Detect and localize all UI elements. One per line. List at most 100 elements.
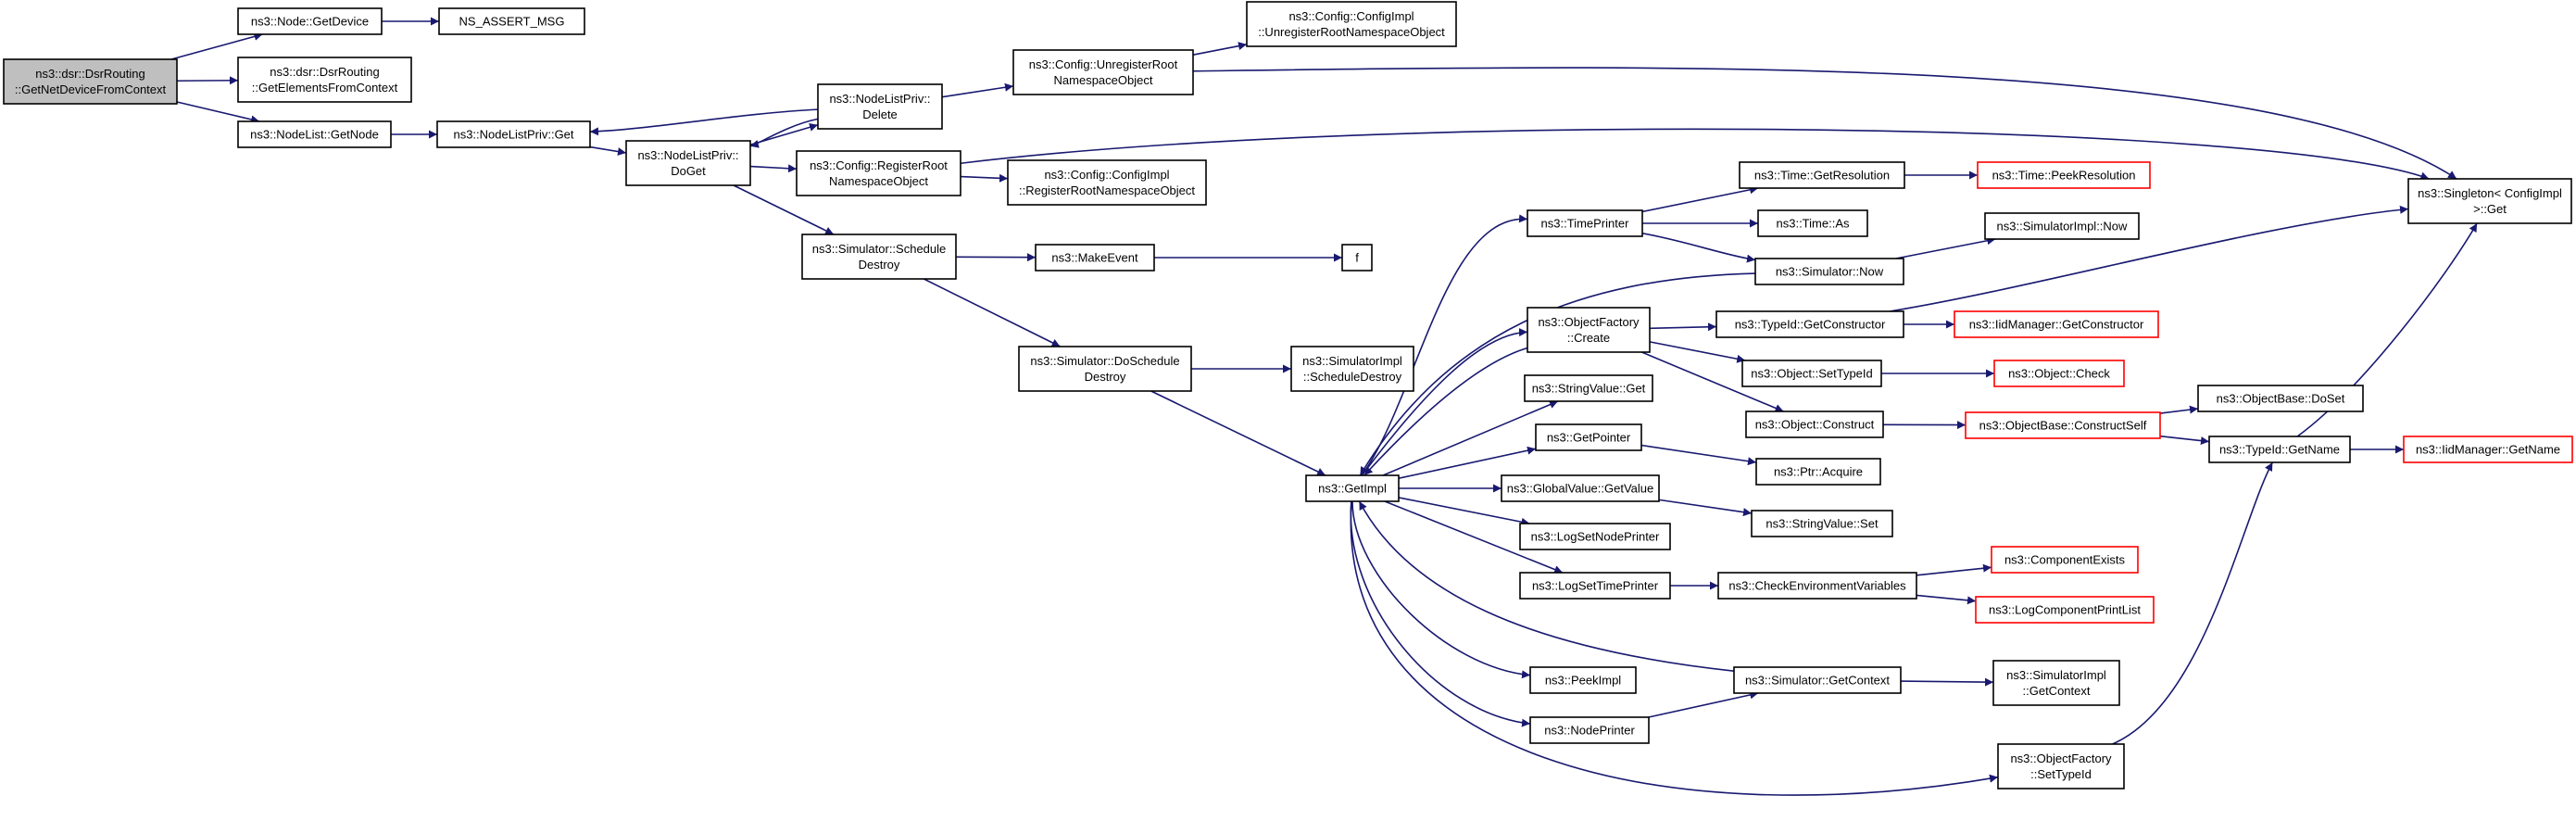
node-label: ns3::Object::Construct	[1755, 418, 1875, 432]
node-label: ns3::LogSetTimePrinter	[1532, 579, 1659, 593]
node-box	[1305, 474, 1400, 502]
node-objectbase_constructself[interactable]: ns3::ObjectBase::ConstructSelf	[1965, 411, 2161, 439]
node-ns_assert_msg[interactable]: NS_ASSERT_MSG	[438, 7, 585, 35]
node-label: ns3::IidManager::GetConstructor	[1969, 318, 2144, 332]
node-f[interactable]: f	[1341, 244, 1373, 272]
node-box	[2197, 385, 2364, 412]
node-label: ::RegisterRootNamespaceObject	[1019, 183, 1195, 197]
node-getelementsfromcontext[interactable]: ns3::dsr::DsrRouting::GetElementsFromCon…	[237, 57, 412, 103]
node-label: ns3::NodeList::GetNode	[250, 128, 379, 142]
edge-nodelistpriv_doget-to-config_registerroot	[749, 164, 798, 173]
node-objectbase_doset[interactable]: ns3::ObjectBase::DoSet	[2197, 385, 2364, 412]
node-configimpl_unregisterroot[interactable]: ns3::Config::ConfigImpl::UnregisterRootN…	[1246, 1, 1457, 47]
node-object_check[interactable]: ns3::Object::Check	[1993, 360, 2125, 387]
node-time_getresolution[interactable]: ns3::Time::GetResolution	[1739, 161, 1905, 189]
edge-nodeprinter-to-simulator_getcontext	[1648, 690, 1759, 718]
edge-getimpl-to-objectfactory_create	[1361, 328, 1528, 476]
node-box	[817, 83, 943, 130]
node-simulatorimpl_scheduledestroy[interactable]: ns3::SimulatorImpl::ScheduleDestroy	[1290, 346, 1414, 392]
node-simulatorimpl_getcontext[interactable]: ns3::SimulatorImpl::GetContext	[1992, 660, 2120, 706]
node-box	[1739, 161, 1905, 189]
node-label: ns3::CheckEnvironmentVariables	[1728, 579, 1906, 593]
node-getpointer[interactable]: ns3::GetPointer	[1535, 423, 1642, 451]
edge-globalvalue_getvalue-to-stringvalue_set	[1658, 499, 1753, 517]
node-simulatorimpl_now[interactable]: ns3::SimulatorImpl::Now	[1984, 212, 2140, 240]
node-nodelistpriv_delete[interactable]: ns3::NodeListPriv::Delete	[817, 83, 943, 130]
node-iidmanager_getconstructor[interactable]: ns3::IidManager::GetConstructor	[1954, 310, 2159, 338]
node-typeid_getconstructor[interactable]: ns3::TypeId::GetConstructor	[1715, 310, 1904, 338]
node-singleton_get[interactable]: ns3::Singleton< ConfigImpl >::Get	[2407, 178, 2572, 224]
node-label: ::GetElementsFromContext	[252, 81, 398, 95]
node-configimpl_registerroot[interactable]: ns3::Config::ConfigImpl::RegisterRootNam…	[1007, 159, 1207, 206]
node-box	[1341, 244, 1373, 272]
edge-config_registerroot-to-configimpl_registerroot	[960, 173, 1009, 183]
node-object_settypeid[interactable]: ns3::Object::SetTypeId	[1741, 360, 1882, 387]
node-stringvalue_set[interactable]: ns3::StringValue::Set	[1751, 510, 1893, 537]
node-objectfactory_create[interactable]: ns3::ObjectFactory::Create	[1527, 307, 1651, 353]
node-box	[237, 7, 383, 35]
node-ptr_acquire[interactable]: ns3::Ptr::Acquire	[1755, 458, 1881, 486]
node-node_getdevice[interactable]: ns3::Node::GetDevice	[237, 7, 383, 35]
node-getimpl[interactable]: ns3::GetImpl	[1305, 474, 1400, 502]
edge-getimpl-to-peekimpl	[1351, 500, 1531, 679]
node-nodeprinter[interactable]: ns3::NodePrinter	[1529, 716, 1650, 744]
node-label: ns3::Ptr::Acquire	[1774, 465, 1863, 479]
node-makeevent[interactable]: ns3::MakeEvent	[1035, 244, 1155, 272]
node-label: >::Get	[2473, 202, 2507, 216]
node-simulator_getcontext[interactable]: ns3::Simulator::GetContext	[1733, 666, 1902, 694]
edge-root-to-getelementsfromcontext	[176, 76, 239, 85]
node-box	[1991, 546, 2139, 574]
node-box	[237, 120, 392, 148]
node-config_registerroot[interactable]: ns3::Config::RegisterRootNamespaceObject	[796, 150, 961, 196]
node-box	[438, 7, 585, 35]
node-stringvalue_get[interactable]: ns3::StringValue::Get	[1524, 374, 1653, 402]
node-simulator_now[interactable]: ns3::Simulator::Now	[1754, 258, 1904, 285]
node-time_as[interactable]: ns3::Time::As	[1757, 209, 1868, 237]
node-object_construct[interactable]: ns3::Object::Construct	[1745, 410, 1884, 438]
edge-objectfactory_create-to-getimpl	[1363, 347, 1528, 476]
edge-checkenvvars-to-componentexists	[1916, 563, 1992, 576]
node-simulator_scheduledestroy[interactable]: ns3::Simulator::ScheduleDestroy	[801, 234, 957, 280]
edge-simulator_now-to-getimpl	[1359, 272, 1756, 476]
node-box	[1529, 716, 1650, 744]
node-peekimpl[interactable]: ns3::PeekImpl	[1529, 666, 1637, 694]
edge-typeid_getconstructor-to-singleton_get	[1889, 205, 2409, 312]
node-componentexists[interactable]: ns3::ComponentExists	[1991, 546, 2139, 574]
node-box	[1754, 258, 1904, 285]
edge-simulator_now-to-simulatorimpl_now	[1895, 236, 1996, 259]
node-box	[625, 140, 751, 186]
node-label: ns3::Config::RegisterRoot	[810, 158, 948, 172]
node-checkenvvars[interactable]: ns3::CheckEnvironmentVariables	[1717, 572, 1917, 600]
node-logsettimeprinter[interactable]: ns3::LogSetTimePrinter	[1519, 572, 1671, 600]
edge-simulator_scheduledestroy-to-simulator_doscheduledestroy	[924, 278, 1061, 347]
node-time_peekresolution[interactable]: ns3::Time::PeekResolution	[1977, 161, 2151, 189]
node-nodelist_getnode[interactable]: ns3::NodeList::GetNode	[237, 120, 392, 148]
edge-simulator_getcontext-to-getimpl	[1358, 500, 1735, 672]
node-config_unregisterroot[interactable]: ns3::Config::UnregisterRootNamespaceObje…	[1012, 49, 1194, 95]
edge-objectfactory_settypeid-to-typeid_getname	[2112, 461, 2274, 745]
call-edges	[170, 17, 2478, 796]
node-nodelistpriv_get[interactable]: ns3::NodeListPriv::Get	[436, 120, 591, 148]
node-label: ns3::Simulator::Now	[1776, 265, 1884, 279]
node-logcomponentprintlist[interactable]: ns3::LogComponentPrintList	[1975, 596, 2155, 624]
node-box	[2407, 178, 2572, 224]
node-globalvalue_getvalue[interactable]: ns3::GlobalValue::GetValue	[1501, 474, 1660, 502]
node-typeid_getname[interactable]: ns3::TypeId::GetName	[2208, 436, 2351, 463]
node-iidmanager_getname[interactable]: ns3::IidManager::GetName	[2403, 436, 2573, 463]
node-label: ns3::NodeListPriv::	[829, 92, 930, 106]
node-logsetnodeprinter[interactable]: ns3::LogSetNodePrinter	[1519, 523, 1671, 550]
edge-typeid_getname-to-singleton_get	[2296, 222, 2478, 437]
node-nodelistpriv_doget[interactable]: ns3::NodeListPriv::DoGet	[625, 140, 751, 186]
edge-objectfactory_create-to-typeid_getconstructor	[1649, 322, 1717, 332]
node-label: ns3::NodeListPriv::Get	[453, 128, 573, 142]
node-label: Destroy	[1085, 370, 1126, 384]
edge-objectbase_constructself-to-objectbase_doset	[2159, 405, 2199, 414]
node-box	[1519, 572, 1671, 600]
node-label: ns3::IidManager::GetName	[2416, 443, 2560, 457]
node-objectfactory_settypeid[interactable]: ns3::ObjectFactory::SetTypeId	[1997, 743, 2125, 789]
node-label: ns3::Simulator::Schedule	[812, 242, 947, 256]
edge-getpointer-to-ptr_acquire	[1640, 444, 1757, 466]
node-timeprinter[interactable]: ns3::TimePrinter	[1527, 209, 1643, 237]
